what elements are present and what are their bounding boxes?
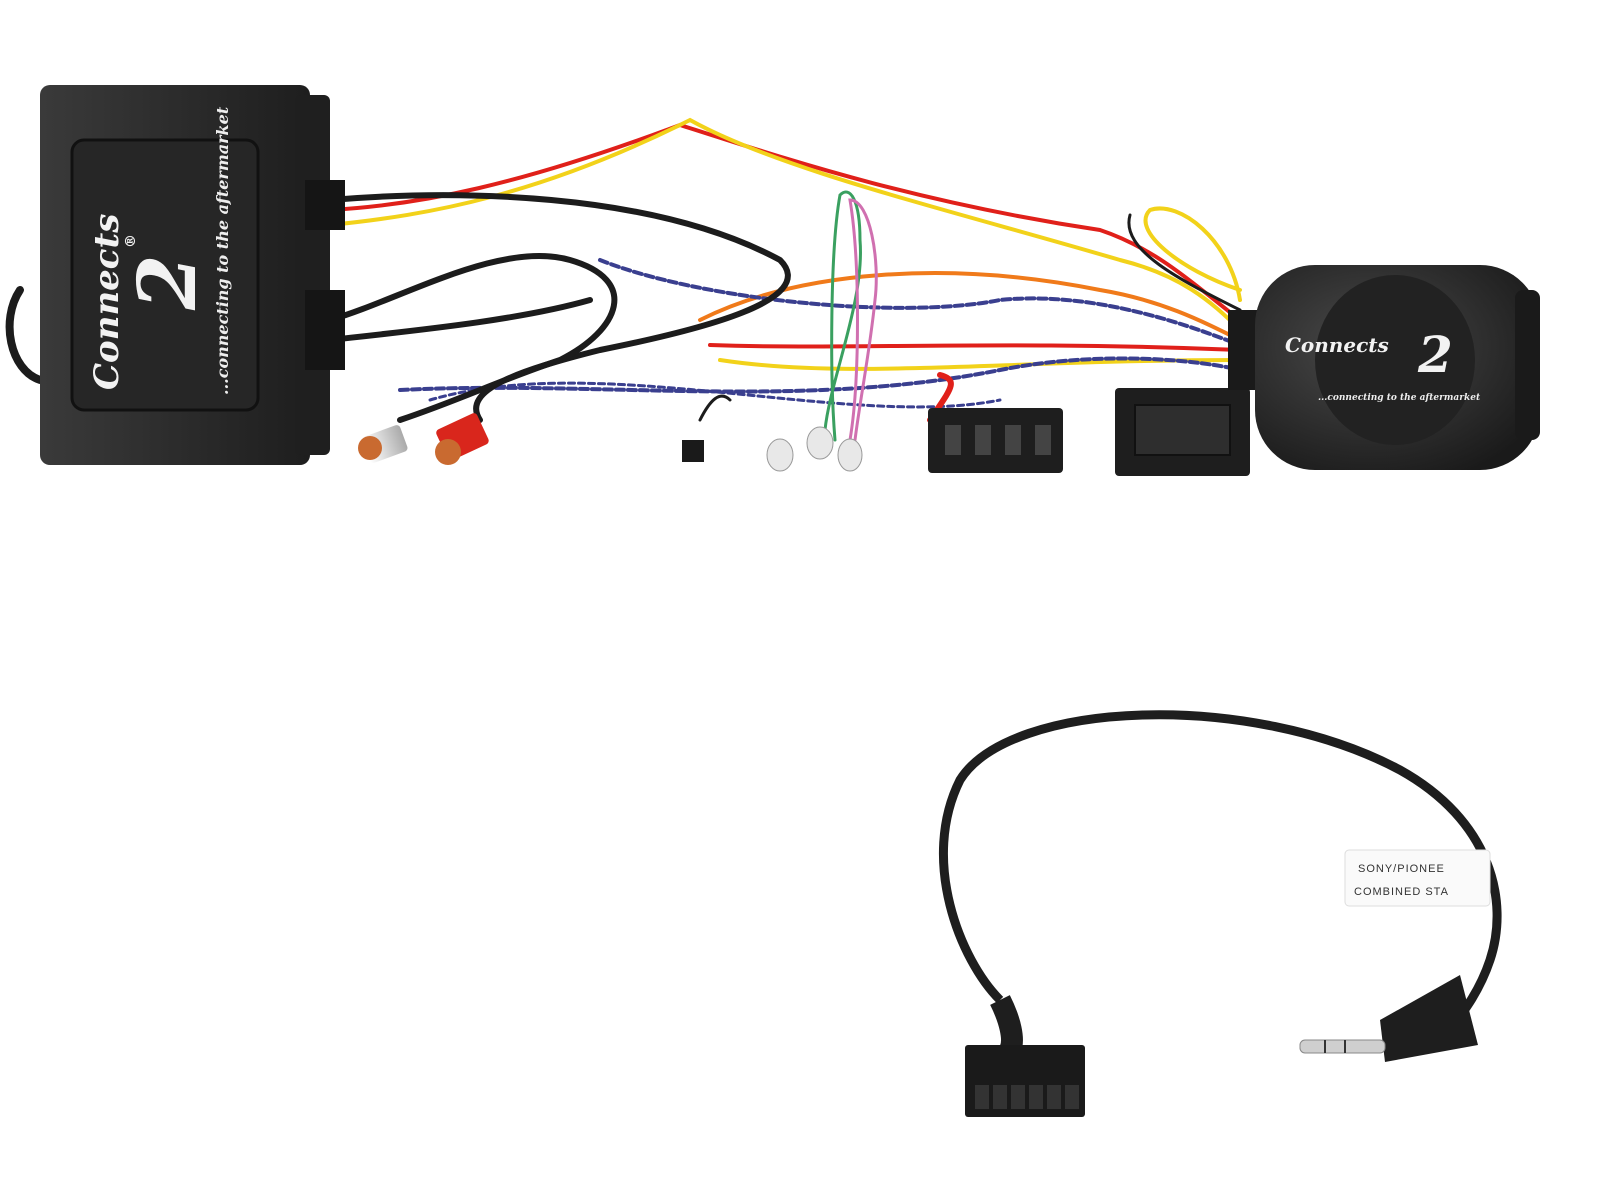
registered-mark: ® (123, 234, 139, 248)
label-line-1: SONY/PIONEE (1358, 863, 1445, 875)
vehicle-connector (1115, 388, 1250, 476)
rca-plugs (358, 413, 489, 465)
label-line-2: COMBINED STA (1354, 886, 1449, 898)
steering-interface-unit: Connects 2 ...connecting to the aftermar… (1228, 265, 1540, 470)
logo-wordmark: Connects (87, 214, 127, 390)
unit-logo-wordmark: Connects (1285, 333, 1389, 357)
molex-connector (965, 1045, 1085, 1117)
cable-label-tag: SONY/PIONEE COMBINED STA (1344, 849, 1491, 907)
logo-mark: 2 (120, 254, 214, 311)
unit-tagline: ...connecting to the aftermarket (1318, 393, 1481, 403)
interface-module-box: Connects 2 ® ...connecting to the afterm… (40, 85, 345, 465)
module-tagline: ...connecting to the aftermarket (213, 106, 232, 395)
spade-terminals (766, 426, 863, 472)
patch-lead: SONY/PIONEE COMBINED STA (938, 710, 1502, 1117)
jack-plug-3-5mm (1299, 975, 1478, 1062)
unit-logo-mark: 2 (1417, 325, 1453, 384)
iso-connector (928, 408, 1063, 473)
small-connector (682, 440, 704, 462)
wire-bundle (5, 117, 1242, 442)
brand-logo: Connects 2 ® (87, 214, 214, 390)
